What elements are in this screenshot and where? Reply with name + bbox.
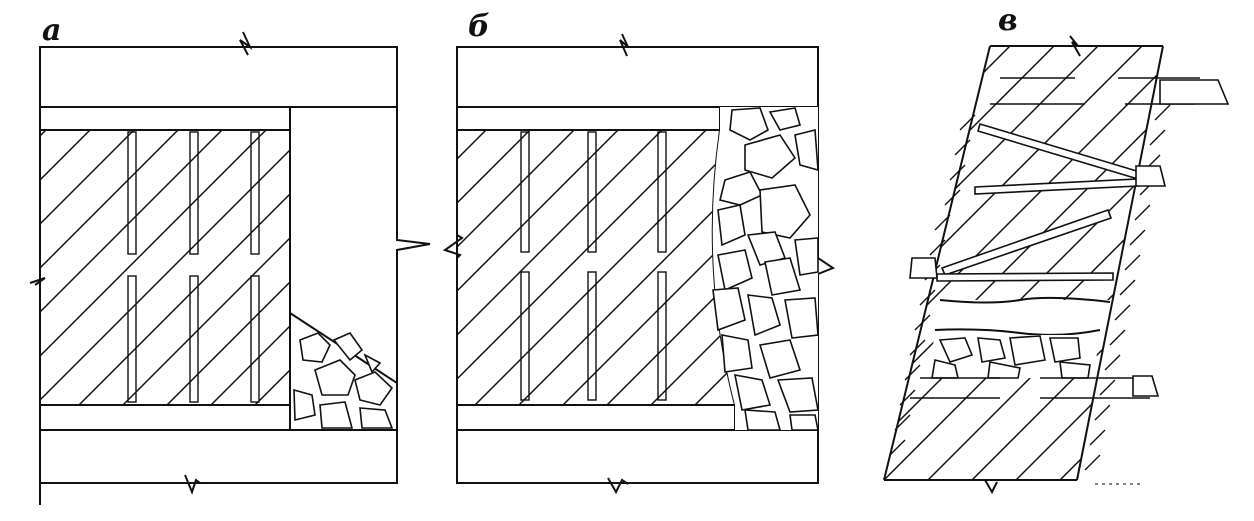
top-sill-a [39,106,291,131]
blast-holes-b [520,131,667,401]
break-line-a [29,260,46,505]
panel-a: а [29,13,431,505]
middle-drifts [909,165,1167,279]
bottom-sill-a [39,404,291,431]
ore-block-a [39,129,291,406]
top-sill-b [456,106,721,131]
blast-holes-v [936,123,1141,282]
hanging-wall-a [39,31,398,108]
break-line-b [442,234,464,259]
hanging-wall-b [456,33,819,108]
panel-b: б [442,9,836,495]
lower-level [910,375,1160,399]
panel-v: в [883,3,1230,495]
blast-holes-a [127,131,260,403]
broken-ore-b [712,107,819,431]
stope-v [934,296,1111,336]
upper-drift [1159,79,1230,105]
bottom-sill-b [456,404,736,431]
stope-b [817,107,836,430]
panel-label-v: в [998,3,1018,38]
footwall-b [456,429,819,495]
panel-label-b: б [468,9,490,44]
broken-ore-a [289,311,398,431]
broken-ore-v [926,335,1100,379]
panel-label-a: а [42,13,61,48]
stope-a [290,106,431,430]
footwall-a [39,429,398,495]
